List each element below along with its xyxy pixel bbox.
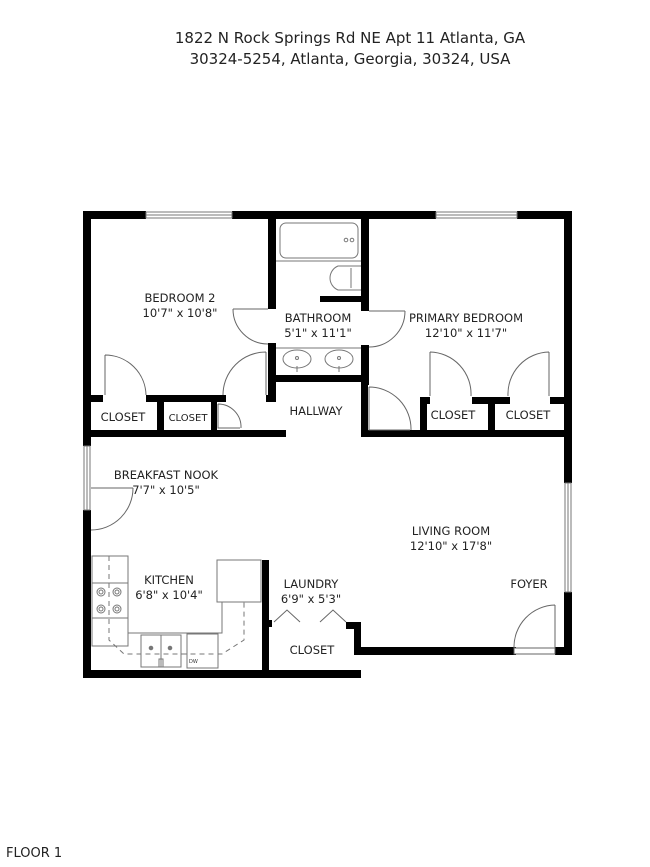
primary-bedroom-dims: 12'10" x 11'7" (425, 326, 507, 340)
closet-pb-a-name: CLOSET (431, 408, 477, 422)
dishwasher-icon (186, 633, 219, 669)
floor-label: FLOOR 1 (6, 846, 63, 861)
bathroom-dims: 5'1" x 11'1" (284, 326, 352, 340)
refrigerator-icon (216, 559, 262, 603)
address-line-1: 1822 N Rock Springs Rd NE Apt 11 Atlanta… (174, 29, 526, 47)
dishwasher-label: DW (189, 659, 198, 665)
walls (83, 211, 572, 678)
foyer-name: FOYER (510, 577, 547, 591)
closet-pb-b-name: CLOSET (506, 408, 552, 422)
windows (83, 211, 572, 593)
bathroom-fixtures (276, 222, 361, 372)
breakfast-nook-name: BREAKFAST NOOK (114, 468, 219, 482)
toilet-icon (329, 265, 361, 291)
stove-icon (91, 582, 129, 619)
room-labels: BEDROOM 2 10'7" x 10'8" BATHROOM 5'1" x … (101, 291, 552, 657)
doors (90, 308, 556, 655)
laundry-name: LAUNDRY (284, 577, 340, 591)
bedroom2-dims: 10'7" x 10'8" (143, 306, 218, 320)
hallway-name: HALLWAY (289, 404, 343, 418)
closet-b2-b-name: CLOSET (169, 413, 209, 424)
bedroom2-name: BEDROOM 2 (145, 291, 216, 305)
living-room-dims: 12'10" x 17'8" (410, 539, 492, 553)
breakfast-nook-dims: 7'7" x 10'5" (132, 483, 200, 497)
kitchen-name: KITCHEN (144, 573, 194, 587)
primary-bedroom-name: PRIMARY BEDROOM (409, 311, 523, 325)
living-room-name: LIVING ROOM (412, 524, 490, 538)
closet-laundry-name: CLOSET (290, 643, 336, 657)
bathtub-icon (279, 222, 359, 259)
bathroom-name: BATHROOM (285, 311, 352, 325)
kitchen-fixtures (91, 555, 262, 669)
kitchen-dims: 6'8" x 10'4" (135, 588, 203, 602)
closet-b2-a-name: CLOSET (101, 410, 147, 424)
laundry-dims: 6'9" x 5'3" (281, 592, 341, 606)
address-line-2: 30324-5254, Atlanta, Georgia, 30324, USA (189, 50, 511, 68)
